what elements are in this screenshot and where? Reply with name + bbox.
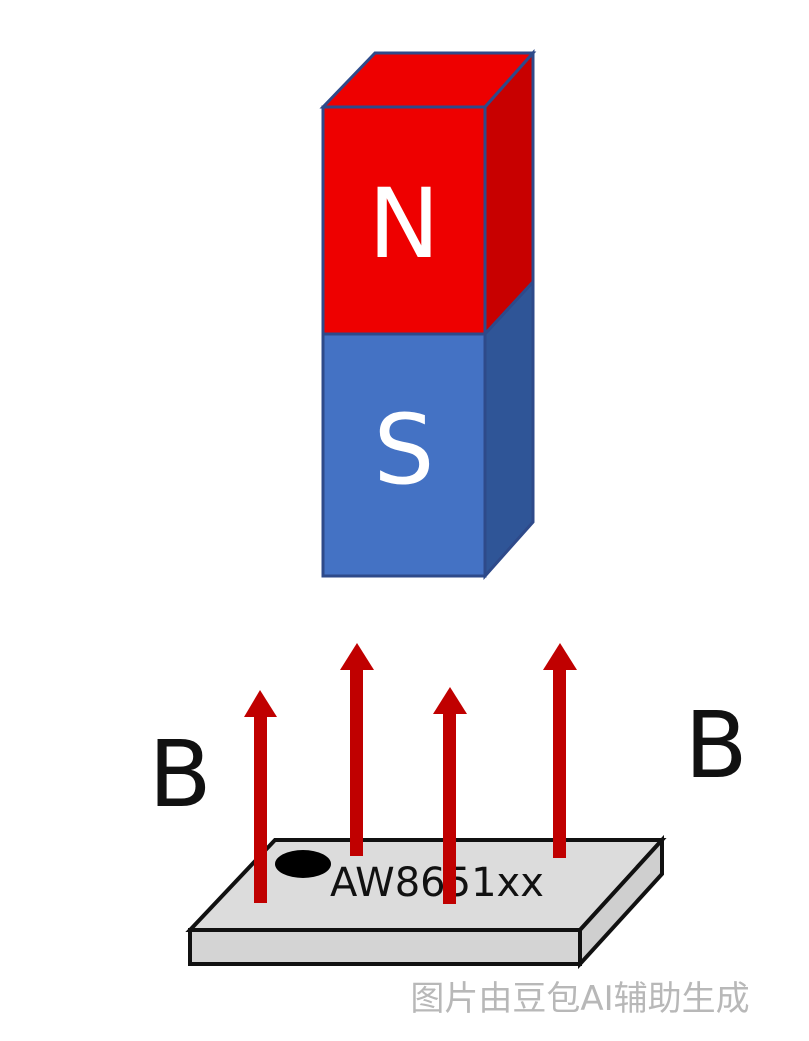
field-label-left: B <box>148 721 211 828</box>
pin1-dot <box>275 850 331 878</box>
north-pole-label: N <box>368 168 440 280</box>
field-arrow <box>340 643 374 856</box>
sensor-chip: AW8651xx <box>185 834 667 970</box>
magnet-north-face <box>321 105 487 336</box>
field-arrows <box>244 643 577 904</box>
magnet-south-face <box>321 332 487 578</box>
chip-front-face <box>188 928 582 966</box>
south-pole-label: S <box>374 394 435 506</box>
field-arrow <box>244 690 277 903</box>
magnet-south-side <box>483 278 535 580</box>
watermark-text: 图片由豆包AI辅助生成 <box>410 979 749 1019</box>
field-label-right: B <box>684 692 747 799</box>
chip-side-face <box>578 834 664 970</box>
field-arrow <box>543 643 577 858</box>
bar-magnet: N S <box>319 49 537 580</box>
chip-label: AW8651xx <box>330 860 544 906</box>
field-arrow <box>433 687 467 904</box>
